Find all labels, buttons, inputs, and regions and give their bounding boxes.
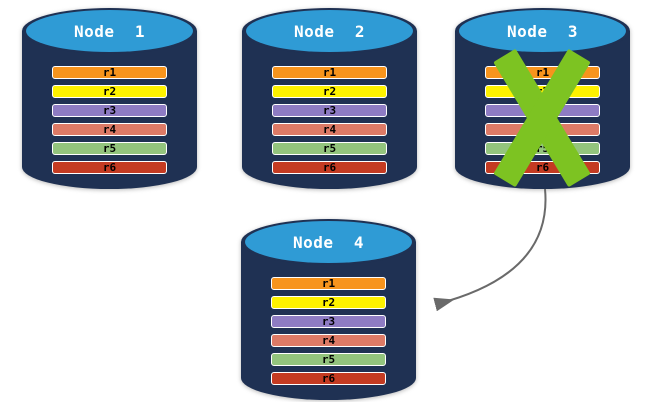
record-bar: r4	[52, 123, 167, 136]
node-2: Node 2 r1 r2 r3 r4 r5 r6	[242, 8, 417, 189]
record-bar: r4	[271, 334, 386, 347]
record-label: r5	[322, 142, 337, 155]
record-label: r4	[321, 334, 336, 347]
record-label: r3	[102, 104, 117, 117]
record-label: r5	[535, 142, 550, 155]
node-title: Node 4	[293, 232, 364, 252]
record-label: r2	[321, 296, 336, 309]
record-bar: r6	[271, 372, 386, 385]
record-bar: r1	[52, 66, 167, 79]
record-label: r4	[102, 123, 117, 136]
node-1-records: r1 r2 r3 r4 r5 r6	[52, 66, 167, 180]
record-bar: r5	[271, 353, 386, 366]
failure-x-icon	[455, 8, 630, 189]
node-title: Node 2	[294, 21, 365, 41]
record-label: r2	[322, 85, 337, 98]
record-bar: r2	[52, 85, 167, 98]
record-label: r5	[102, 142, 117, 155]
record-label: r5	[321, 353, 336, 366]
record-label: r2	[102, 85, 117, 98]
record-label: r4	[322, 123, 337, 136]
record-label: r6	[321, 372, 336, 385]
record-label: r6	[322, 161, 337, 174]
node-3: Node 3 r1 r2 r3 r4 r5 r6	[455, 8, 630, 189]
record-label: r1	[102, 66, 117, 79]
record-bar: r1	[271, 277, 386, 290]
record-bar: r5	[52, 142, 167, 155]
record-bar: r3	[272, 104, 387, 117]
record-bar: r5	[272, 142, 387, 155]
node-title: Node 3	[507, 21, 578, 41]
node-4: Node 4 r1 r2 r3 r4 r5 r6	[241, 219, 416, 400]
record-label: r3	[321, 315, 336, 328]
record-label: r6	[102, 161, 117, 174]
node-1-cylinder-top: Node 1	[26, 10, 193, 52]
record-bar: r6	[52, 161, 167, 174]
node-title: Node 1	[74, 21, 145, 41]
record-label: r3	[322, 104, 337, 117]
node-4-records: r1 r2 r3 r4 r5 r6	[271, 277, 386, 391]
failover-arrow	[433, 188, 547, 312]
node-2-cylinder-top: Node 2	[246, 10, 413, 52]
record-bar: r2	[272, 85, 387, 98]
record-label: r1	[322, 66, 337, 79]
record-label: r6	[535, 161, 550, 174]
node-2-records: r1 r2 r3 r4 r5 r6	[272, 66, 387, 180]
record-label: r1	[321, 277, 336, 290]
record-label: r1	[535, 66, 550, 79]
node-3-cylinder-top: Node 3	[459, 10, 626, 52]
record-bar: r6	[272, 161, 387, 174]
record-bar: r2	[271, 296, 386, 309]
record-bar: r3	[271, 315, 386, 328]
record-bar: r3	[52, 104, 167, 117]
node-4-cylinder-top: Node 4	[245, 221, 412, 263]
node-1: Node 1 r1 r2 r3 r4 r5 r6	[22, 8, 197, 189]
record-bar: r1	[272, 66, 387, 79]
record-bar: r4	[272, 123, 387, 136]
